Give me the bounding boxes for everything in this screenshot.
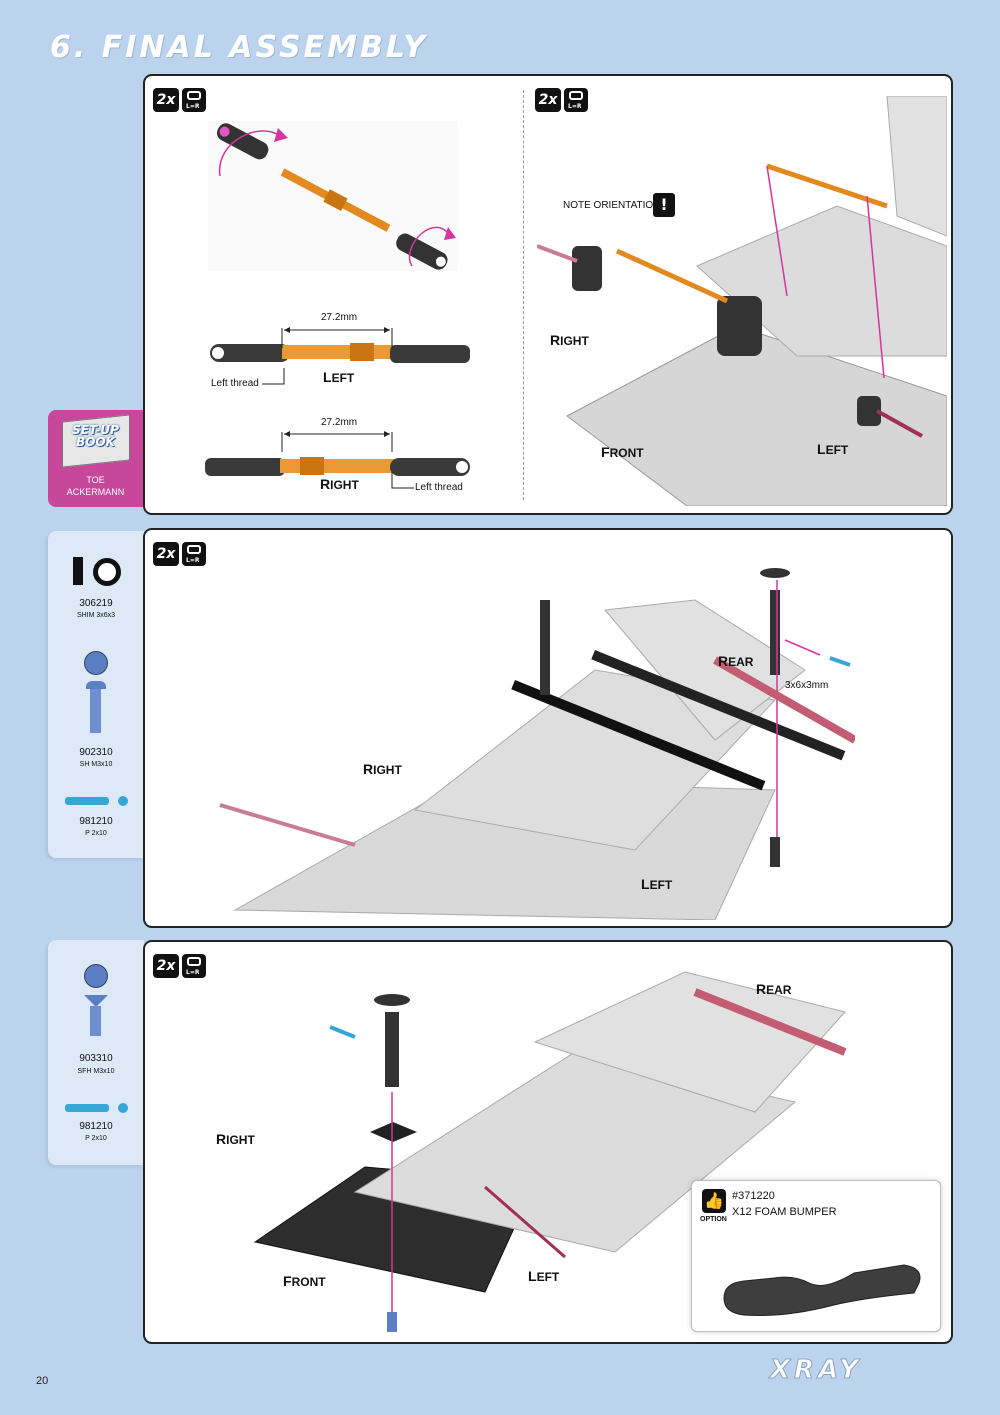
lr-badge-text: L=R bbox=[186, 969, 200, 976]
setup-book-line1: SET-UP bbox=[72, 423, 119, 437]
chassis-front-bumper-illustration bbox=[253, 971, 847, 1332]
step-panel-1: 2x L=R 2x L=R 27.2mm LEFT Left thread bbox=[143, 74, 953, 515]
warning-icon: ! bbox=[653, 193, 675, 217]
front-label: FRONT bbox=[601, 444, 644, 460]
pin-end-icon bbox=[118, 1103, 128, 1113]
lr-badge-icon: L=R bbox=[182, 954, 206, 978]
quantity-badge: 2x L=R bbox=[153, 954, 206, 978]
quantity-badge: 2x L=R bbox=[153, 542, 206, 566]
left-side-label: LEFT bbox=[528, 1268, 560, 1284]
parts-sidebar: 306219 SHIM 3x6x3 902310 SH M3x10 981210… bbox=[48, 531, 144, 858]
part-code: 902310 bbox=[79, 747, 113, 758]
countersunk-screw-icon bbox=[84, 995, 108, 1007]
dimension-line bbox=[281, 431, 393, 452]
page-number: 20 bbox=[36, 1375, 49, 1387]
option-tag: OPTION bbox=[700, 1216, 727, 1223]
option-part-number: #371220 bbox=[732, 1190, 775, 1202]
right-side-label: RIGHT bbox=[216, 1131, 255, 1147]
front-label: FRONT bbox=[283, 1273, 326, 1289]
panel-divider bbox=[523, 90, 524, 500]
screw-shaft-icon bbox=[90, 1006, 101, 1036]
chassis-front-illustration bbox=[537, 96, 947, 506]
right-side-label: RIGHT bbox=[550, 332, 589, 348]
lr-badge-icon: L=R bbox=[182, 542, 206, 566]
left-thread-label: Left thread bbox=[211, 378, 259, 389]
count-badge: 2x bbox=[535, 88, 561, 112]
parts-sidebar: 903310 SFH M3x10 981210 P 2x10 bbox=[48, 940, 144, 1165]
quantity-badge: 2x L=R bbox=[153, 88, 206, 112]
leader-line bbox=[391, 472, 414, 489]
count-badge: 2x bbox=[153, 954, 179, 978]
count-badge: 2x bbox=[153, 88, 179, 112]
part-code: 981210 bbox=[79, 1121, 113, 1132]
leader-line bbox=[262, 368, 285, 385]
part-code: 306219 bbox=[79, 598, 113, 609]
part-name: SH M3x10 bbox=[79, 761, 113, 768]
right-label: RIGHT bbox=[320, 476, 359, 492]
pin-icon bbox=[65, 797, 109, 805]
part-code: 903310 bbox=[79, 1053, 113, 1064]
dimension-line bbox=[281, 327, 393, 348]
option-part-name: X12 FOAM BUMPER bbox=[732, 1206, 837, 1218]
step-panel-2: 2x L=R REAR 3x6x3mm RIGHT LEFT bbox=[143, 528, 953, 928]
turnbuckle-right-illustration bbox=[205, 457, 470, 476]
part-name: P 2x10 bbox=[85, 1135, 107, 1142]
rear-label: REAR bbox=[756, 981, 792, 997]
section-title: 6. FINAL ASSEMBLY bbox=[50, 30, 428, 65]
screw-head-icon bbox=[84, 651, 108, 675]
shim-icon bbox=[73, 557, 83, 585]
turnbuckle-left-illustration bbox=[210, 343, 470, 363]
shim-size-label: 3x6x3mm bbox=[785, 680, 829, 691]
brand-logo: XRAY bbox=[769, 1355, 863, 1386]
rear-label: REAR bbox=[718, 653, 754, 669]
lr-badge-icon: L=R bbox=[182, 88, 206, 112]
left-thread-label: Left thread bbox=[415, 482, 463, 493]
left-label: LEFT bbox=[323, 369, 355, 385]
screw-icon bbox=[86, 681, 106, 689]
option-part-box: 👍 OPTION #371220 X12 FOAM BUMPER bbox=[691, 1180, 941, 1332]
screw-shaft-icon bbox=[90, 689, 101, 733]
shim-front-icon bbox=[93, 558, 121, 586]
count-badge: 2x bbox=[153, 542, 179, 566]
lr-badge-text: L=R bbox=[186, 103, 200, 110]
setup-book-caption: TOE ACKERMANN bbox=[66, 475, 125, 497]
length-label: 27.2mm bbox=[321, 417, 358, 428]
left-side-label: LEFT bbox=[817, 441, 849, 457]
pin-end-icon bbox=[118, 796, 128, 806]
screw-head-icon bbox=[84, 964, 108, 988]
chassis-rear-illustration bbox=[219, 568, 855, 920]
part-name: SHIM 3x6x3 bbox=[76, 612, 116, 619]
part-code: 981210 bbox=[79, 816, 113, 827]
pin-icon bbox=[65, 1104, 109, 1112]
part-name: SFH M3x10 bbox=[77, 1068, 115, 1075]
step-panel-3: 2x L=R REAR RIGHT FRONT LEFT 👍 OPTION #3… bbox=[143, 940, 953, 1344]
part-name: P 2x10 bbox=[85, 830, 107, 837]
lr-badge-text: L=R bbox=[568, 103, 582, 110]
thumbs-up-icon: 👍 bbox=[702, 1189, 726, 1213]
quantity-badge: 2x L=R bbox=[535, 88, 588, 112]
lr-badge-icon: L=R bbox=[564, 88, 588, 112]
right-side-label: RIGHT bbox=[363, 761, 402, 777]
setup-book-line2: BOOK bbox=[76, 435, 115, 449]
lr-badge-text: L=R bbox=[186, 557, 200, 564]
foam-bumper-illustration bbox=[723, 1264, 921, 1317]
note-orientation-label: NOTE ORIENTATION bbox=[563, 200, 661, 211]
left-side-label: LEFT bbox=[641, 876, 673, 892]
turnbuckle-exploded-illustration bbox=[208, 121, 458, 271]
length-label: 27.2mm bbox=[321, 312, 358, 323]
